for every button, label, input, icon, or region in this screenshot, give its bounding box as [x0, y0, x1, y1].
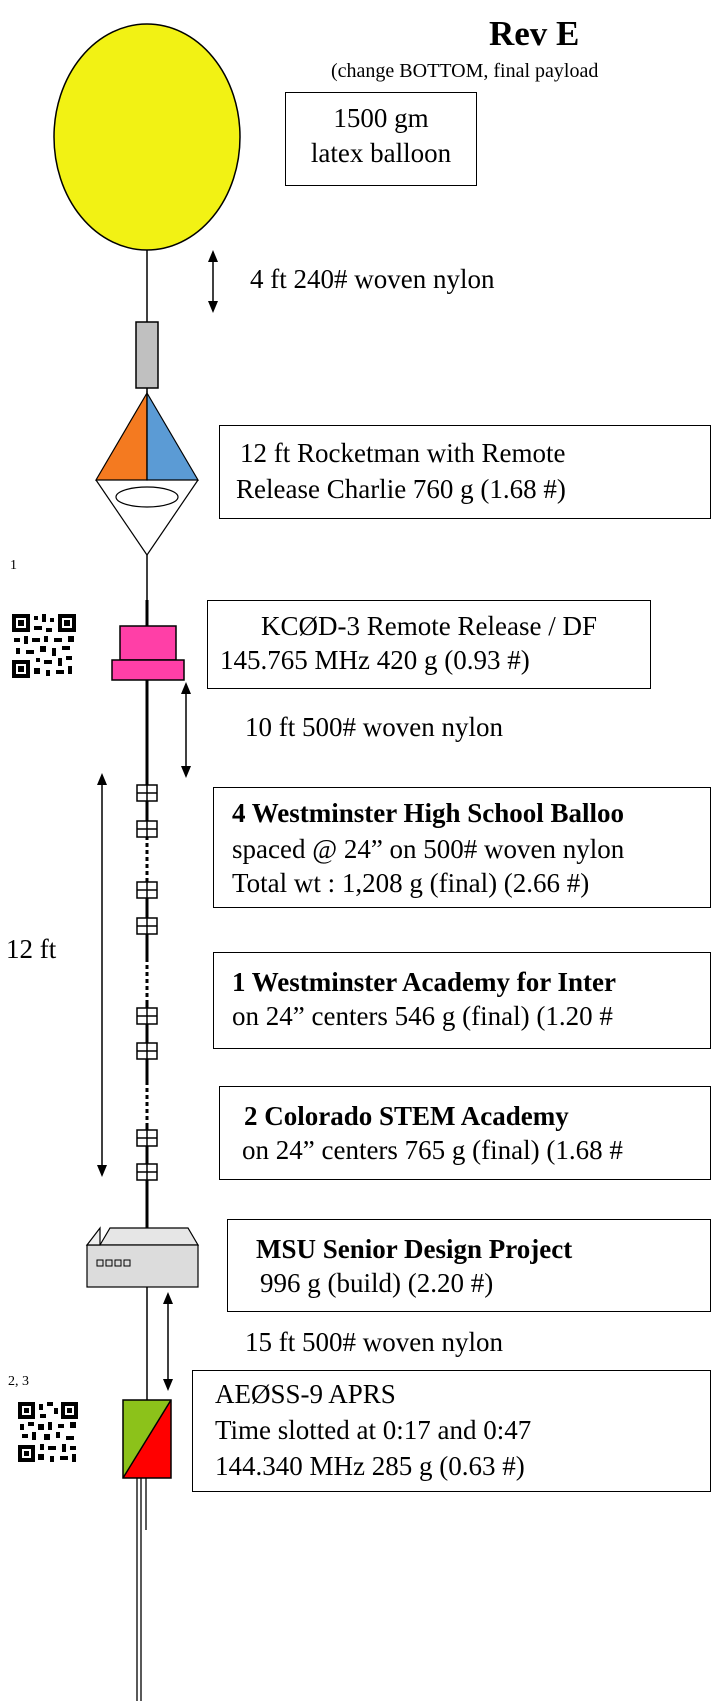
tether3-label: 15 ft 500# woven nylon: [245, 1327, 503, 1357]
parachute-label-line1: 12 ft Rocketman with Remote: [240, 438, 566, 468]
balloon: [53, 23, 241, 251]
stem-line2: on 24” centers 765 g (final) (1.68 #: [242, 1135, 623, 1165]
msu-label-box: MSU Senior Design Project 996 g (build) …: [227, 1219, 711, 1312]
academy-box: 1 Westminster Academy for Inter on 24” c…: [213, 952, 711, 1049]
westminster-hs-box: 4 Westminster High School Balloo spaced …: [213, 787, 711, 908]
span-12ft-arrow: [97, 773, 107, 1177]
qr-code-icon: [12, 614, 76, 678]
footnote-1: 1: [10, 558, 17, 573]
parachute: [94, 390, 200, 556]
aprs-line3: 144.340 MHz 285 g (0.63 #): [215, 1451, 525, 1481]
aprs-line2: Time slotted at 0:17 and 0:47: [215, 1415, 532, 1445]
balloon-label-box: 1500 gm latex balloon: [285, 92, 477, 186]
msu-title: MSU Senior Design Project: [256, 1234, 573, 1264]
qr-code-icon: [18, 1402, 78, 1462]
westminster-hs-line3: Total wt : 1,208 g (final) (2.66 #): [232, 868, 590, 898]
parachute-label-box: 12 ft Rocketman with Remote Release Char…: [219, 425, 711, 519]
tether2-label: 10 ft 500# woven nylon: [245, 712, 503, 742]
tether1-arrow: [208, 250, 218, 313]
footnote-2-3: 2, 3: [8, 1374, 29, 1389]
stem-academy-box: 2 Colorado STEM Academy on 24” centers 7…: [219, 1086, 711, 1180]
release-label-line2: 145.765 MHz 420 g (0.93 #): [220, 645, 530, 675]
parachute-label-line2: Release Charlie 760 g (1.68 #): [236, 474, 566, 504]
academy-line2: on 24” centers 546 g (final) (1.20 #: [232, 1001, 613, 1031]
swivel-fitting: [135, 321, 159, 389]
diagram-title: Rev E: [489, 14, 580, 53]
aprs-antenna: [136, 1478, 147, 1701]
tether3-arrow: [163, 1292, 173, 1391]
msu-payload-box: [85, 1226, 200, 1288]
westminster-hs-line2: spaced @ 24” on 500# woven nylon: [232, 834, 625, 864]
msu-line2: 996 g (build) (2.20 #): [260, 1268, 494, 1298]
aprs-label-box: AEØSS-9 APRS Time slotted at 0:17 and 0:…: [192, 1370, 711, 1492]
diagram-subtitle: (change BOTTOM, final payload: [331, 60, 599, 82]
stem-title: 2 Colorado STEM Academy: [244, 1101, 569, 1131]
balloon-label-line2: latex balloon: [310, 138, 452, 168]
aprs-line1: AEØSS-9 APRS: [215, 1379, 396, 1409]
westminster-hs-title: 4 Westminster High School Balloo: [232, 798, 625, 828]
release-label-line1: KCØD-3 Remote Release / DF: [261, 611, 597, 641]
balloon-label-line1: 1500 gm: [333, 103, 429, 133]
aprs-tracker: [122, 1399, 172, 1479]
tether1-label: 4 ft 240# woven nylon: [250, 264, 495, 294]
remote-release-device: [111, 625, 185, 681]
release-label-box: KCØD-3 Remote Release / DF 145.765 MHz 4…: [207, 600, 651, 689]
tether2-arrow: [181, 682, 191, 778]
academy-title: 1 Westminster Academy for Inter: [232, 967, 616, 997]
span-12ft-label: 12 ft: [6, 934, 57, 964]
